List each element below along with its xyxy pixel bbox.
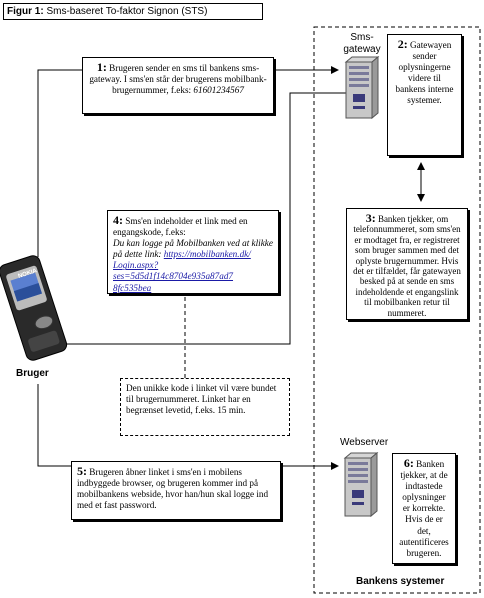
figure-title-prefix: Figur 1:: [7, 6, 44, 17]
step4-link[interactable]: https://mobilbanken.dk/ Login.aspx?ses=5…: [113, 249, 251, 293]
sms-gateway-label: Sms- gateway: [343, 32, 381, 55]
step1-number: 1:: [96, 60, 107, 74]
step2-text: Gatewayen sender oplysningerne videre ti…: [395, 40, 454, 106]
bruger-label: Bruger: [16, 368, 49, 379]
step5-text: Brugeren åbner linket i sms'en i mobilen…: [77, 467, 269, 511]
step3-number: 3:: [365, 211, 376, 225]
figure-title: Figur 1: Sms-baseret To-faktor Signon (S…: [3, 3, 263, 20]
step6-box: 6: Banken tjekker, at de indtastede oply…: [392, 453, 456, 564]
note-box: Den unikke kode i linket vil være bundet…: [120, 378, 290, 436]
step1-example: 61601234567: [193, 85, 244, 96]
step1-text: Brugeren sender en sms til bankens sms-g…: [89, 63, 267, 96]
step5-number: 5:: [77, 464, 87, 478]
step4-box: 4: Sms'en indeholder et link med en enga…: [107, 210, 279, 294]
step4-number: 4:: [113, 213, 123, 227]
step1-box: 1: Brugeren sender en sms til bankens sm…: [82, 57, 274, 114]
step5-box: 5: Brugeren åbner linket i sms'en i mobi…: [71, 461, 281, 520]
step3-box: 3: Banken tjekker, om telefonnummeret, s…: [346, 208, 468, 320]
step2-box: 2: Gatewayen sender oplysningerne videre…: [387, 34, 462, 156]
figure-title-text: Sms-baseret To-faktor Signon (STS): [43, 6, 208, 17]
step4-italic: Du kan logge på Mobilbanken ved at klikk…: [113, 238, 273, 260]
note-text: Den unikke kode i linket vil være bundet…: [126, 383, 277, 416]
step4-text: Sms'en indeholder et link med en engangs…: [113, 216, 248, 238]
webserver-label: Webserver: [340, 437, 389, 448]
step6-text: Banken tjekker, at de indtastede oplysni…: [399, 459, 449, 558]
bankens-systemer-region: [313, 26, 481, 594]
bankens-systemer-label: Bankens systemer: [356, 576, 445, 587]
step3-text: Banken tjekker, om telefonnummeret, som …: [353, 214, 461, 318]
step2-number: 2:: [397, 37, 408, 51]
step6-number: 6:: [403, 456, 414, 470]
arrow-step4: [54, 92, 346, 348]
